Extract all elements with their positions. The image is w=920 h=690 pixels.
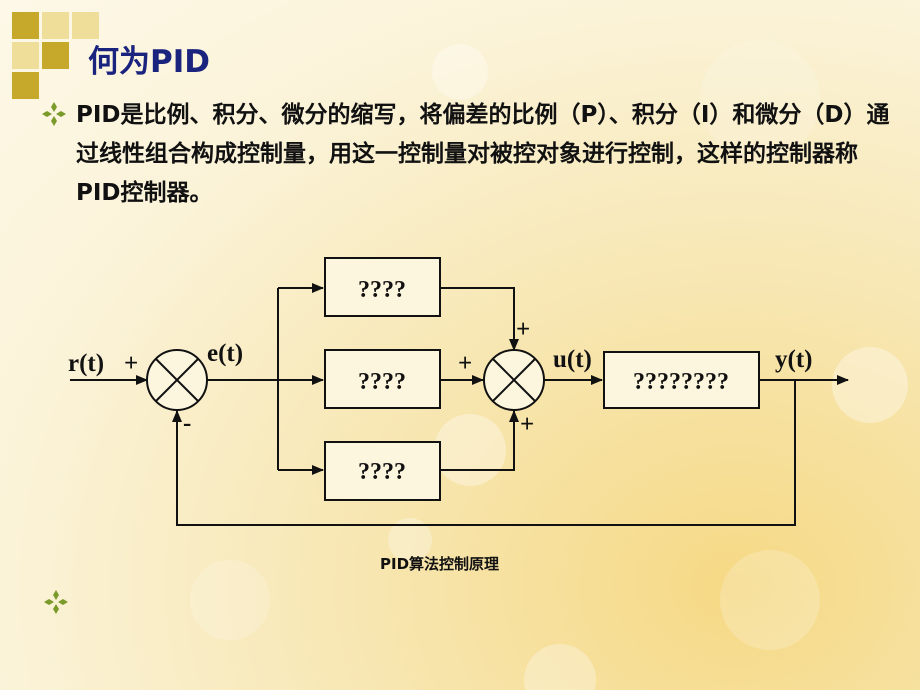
minus-sign: - [183, 410, 191, 437]
plus-sign: + [516, 316, 530, 343]
corner-square [42, 12, 69, 39]
control-signal-label: u(t) [553, 346, 592, 373]
diamond-bullet-icon [42, 102, 66, 126]
corner-square [42, 42, 69, 69]
summing-junction-icon [483, 349, 545, 411]
corner-square [12, 12, 39, 39]
error-signal-label: e(t) [207, 340, 243, 367]
i-block-label: ???? [358, 369, 406, 395]
d-out-line [440, 410, 519, 471]
i-block [324, 349, 441, 409]
d-block [324, 441, 441, 501]
corner-square [12, 72, 39, 99]
p-block-label: ???? [358, 277, 406, 303]
output-signal-label: y(t) [775, 346, 812, 373]
p-out-line [440, 287, 519, 351]
p-block [324, 257, 441, 317]
corner-square [72, 12, 99, 39]
plus-sign: + [458, 350, 472, 377]
bullet-text: PID是比例、积分、微分的缩写，将偏差的比例（P）、积分（I）和微分（D）通过线… [76, 102, 890, 206]
diamond-bullet-icon [44, 590, 68, 614]
plus-sign: + [124, 350, 138, 377]
summing-junction-icon [146, 349, 208, 411]
bullet-paragraph: PID是比例、积分、微分的缩写，将偏差的比例（P）、积分（I）和微分（D）通过线… [40, 96, 890, 213]
d-block-label: ???? [358, 459, 406, 485]
corner-square [12, 42, 39, 69]
feedback-line [172, 380, 796, 526]
plant-block [603, 351, 760, 409]
plus-sign: + [520, 411, 534, 438]
diagram-caption: PID算法控制原理 [380, 555, 500, 573]
slide-title: 何为PID [88, 44, 210, 80]
input-signal-label: r(t) [68, 350, 104, 377]
plant-block-label: ???????? [633, 369, 729, 395]
